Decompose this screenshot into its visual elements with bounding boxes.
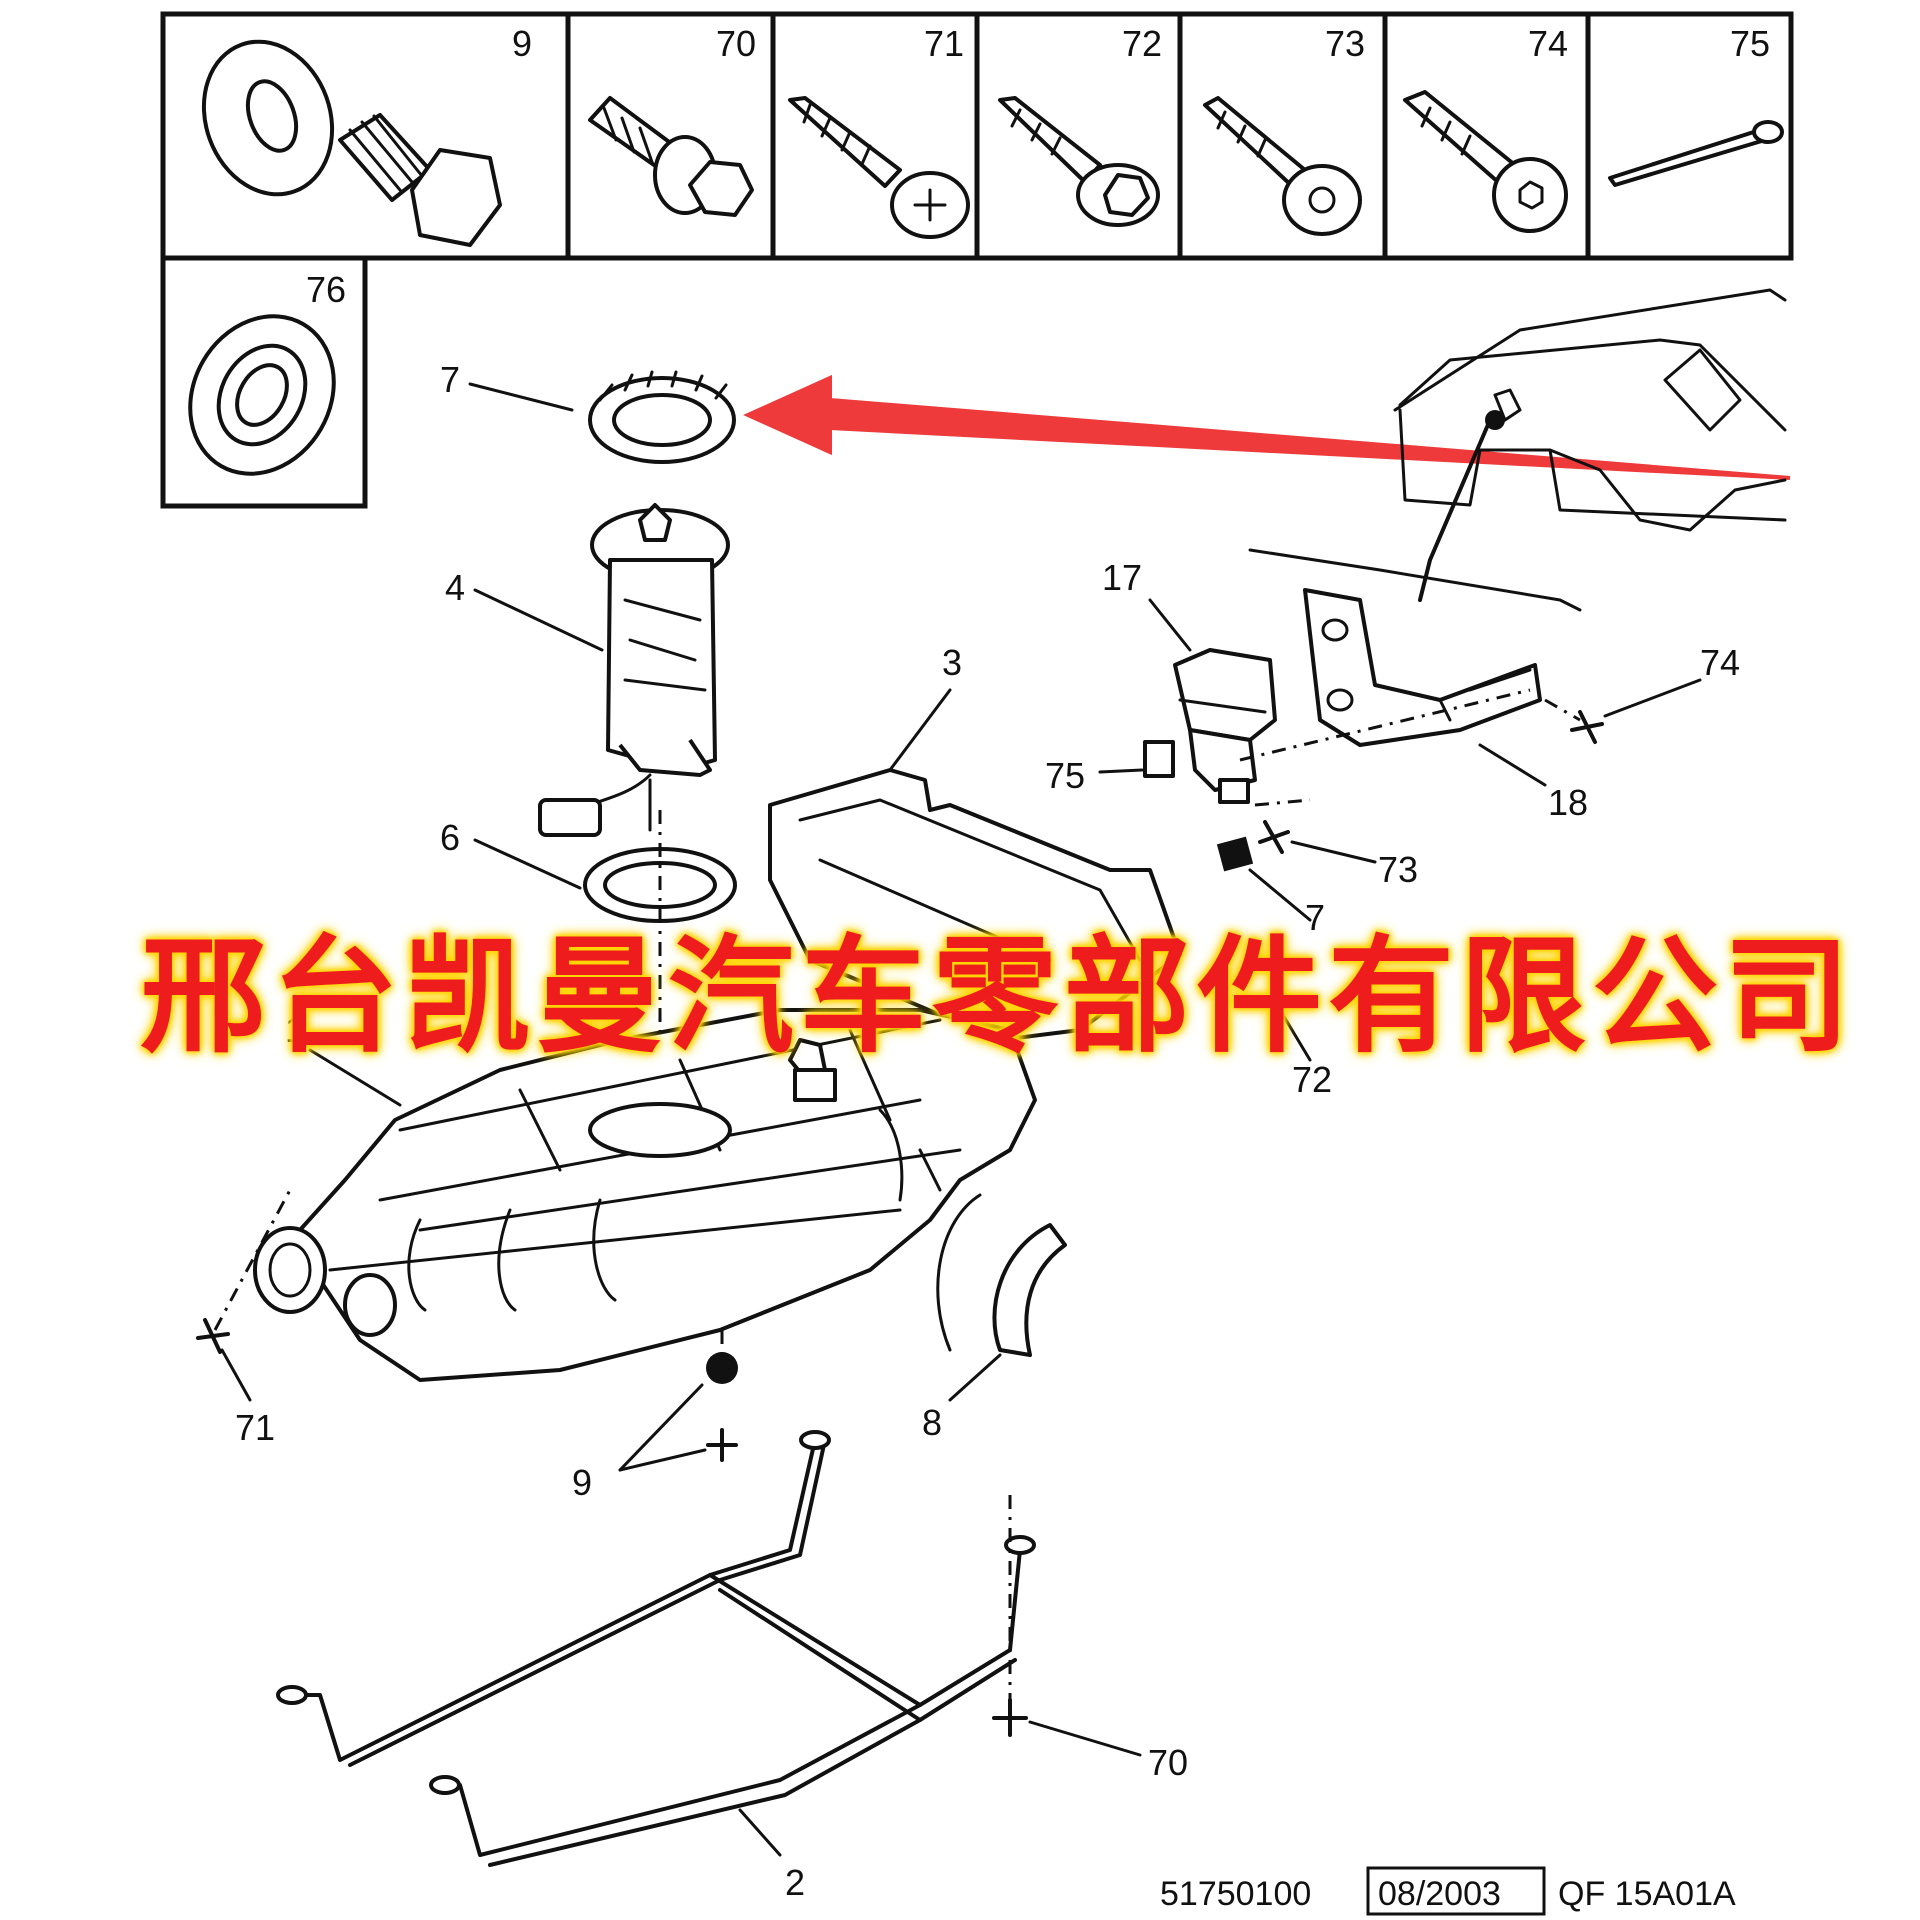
fastener-panel: 9 70 71 72 73 74 75 76: [160, 11, 1794, 509]
panel-label-73: 73: [1325, 23, 1365, 64]
panel-label-75: 75: [1730, 23, 1770, 64]
label-70: 70: [1148, 1742, 1188, 1783]
torx-screw-icon: [1203, 96, 1362, 236]
label-18: 18: [1548, 782, 1588, 823]
vehicle-outline: [1248, 288, 1787, 612]
location-arrow: [743, 374, 1791, 480]
panel-label-70: 70: [716, 23, 756, 64]
panel-label-76: 76: [306, 269, 346, 310]
footer-date-box: [1366, 1866, 1546, 1916]
leader-17: [1148, 598, 1192, 652]
tank-straps: [276, 1430, 1036, 1867]
panel-label-74: 74: [1528, 23, 1568, 64]
strap-clip: [936, 1193, 1067, 1357]
leader-72: [1278, 1008, 1312, 1062]
screw-73-block: [1216, 836, 1254, 872]
label-17: 17: [1102, 557, 1142, 598]
label-4: 4: [445, 567, 465, 608]
leader-4: [473, 588, 604, 652]
panel-label-9: 9: [512, 23, 532, 64]
leader-3: [888, 688, 952, 772]
leader-73: [1290, 840, 1377, 864]
panel-label-72: 72: [1122, 23, 1162, 64]
grommet-icon: [188, 314, 336, 476]
leader-18: [1478, 743, 1547, 787]
label-72: 72: [1292, 1059, 1332, 1100]
leader-74: [1603, 678, 1702, 718]
label-6: 6: [440, 817, 460, 858]
screw-74-cross: [1570, 710, 1604, 744]
tapping-screw-icon: [788, 96, 970, 239]
label-7-partial: 7: [1305, 897, 1325, 938]
centerline-74: [1544, 698, 1581, 722]
leader-1: [308, 1048, 402, 1107]
lock-ring: [588, 370, 736, 464]
leader-70: [1028, 1720, 1142, 1757]
mounting-bracket: [1303, 588, 1542, 747]
washer-and-bolt-icon: [201, 39, 502, 247]
leader-8: [948, 1353, 1002, 1402]
socket-screw-icon: [1403, 90, 1568, 233]
label-9: 9: [572, 1462, 592, 1503]
footer-ref: QF 15A01A: [1558, 1875, 1736, 1913]
leader-71: [220, 1348, 252, 1402]
footer-date: 08/2003: [1378, 1875, 1501, 1913]
company-watermark: 邢台凯曼汽车零部件有限公司: [140, 923, 1856, 1070]
flange-screw-icon: [998, 96, 1160, 227]
fastener-9-cross: [706, 1428, 738, 1462]
leader-7: [468, 382, 574, 412]
label-8: 8: [922, 1402, 942, 1443]
fuel-tank: [253, 1008, 1037, 1382]
clip-75-box: [1143, 740, 1175, 778]
screw-73-cross: [1258, 820, 1290, 854]
label-3: 3: [942, 642, 962, 683]
pin-icon: [1608, 120, 1784, 187]
leader-6: [473, 838, 582, 890]
leader-2: [738, 1808, 782, 1857]
label-75: 75: [1045, 755, 1085, 796]
screw-71-cross: [196, 1318, 230, 1354]
centerline-73: [1254, 798, 1311, 807]
leader-9b: [618, 1448, 707, 1472]
label-71: 71: [235, 1407, 275, 1448]
fastener-9-dot: [706, 1352, 738, 1384]
sensor-unit: [1173, 648, 1277, 804]
leader-9a: [618, 1383, 704, 1472]
heat-shield: [768, 768, 1182, 1042]
label-7: 7: [440, 359, 460, 400]
bolt-with-nut-icon: [588, 96, 754, 217]
bolt-70-cross: [992, 1698, 1028, 1737]
label-73: 73: [1378, 849, 1418, 890]
panel-label-71: 71: [924, 23, 964, 64]
label-74: 74: [1700, 642, 1740, 683]
footer-code: 51750100: [1160, 1875, 1311, 1913]
fuel-pump-module: [538, 503, 730, 837]
leader-7-partial: [1248, 868, 1312, 922]
leader-75: [1098, 768, 1144, 774]
label-2: 2: [785, 1862, 805, 1903]
centerline-71: [213, 1189, 292, 1331]
label-1: 1: [285, 1009, 305, 1050]
